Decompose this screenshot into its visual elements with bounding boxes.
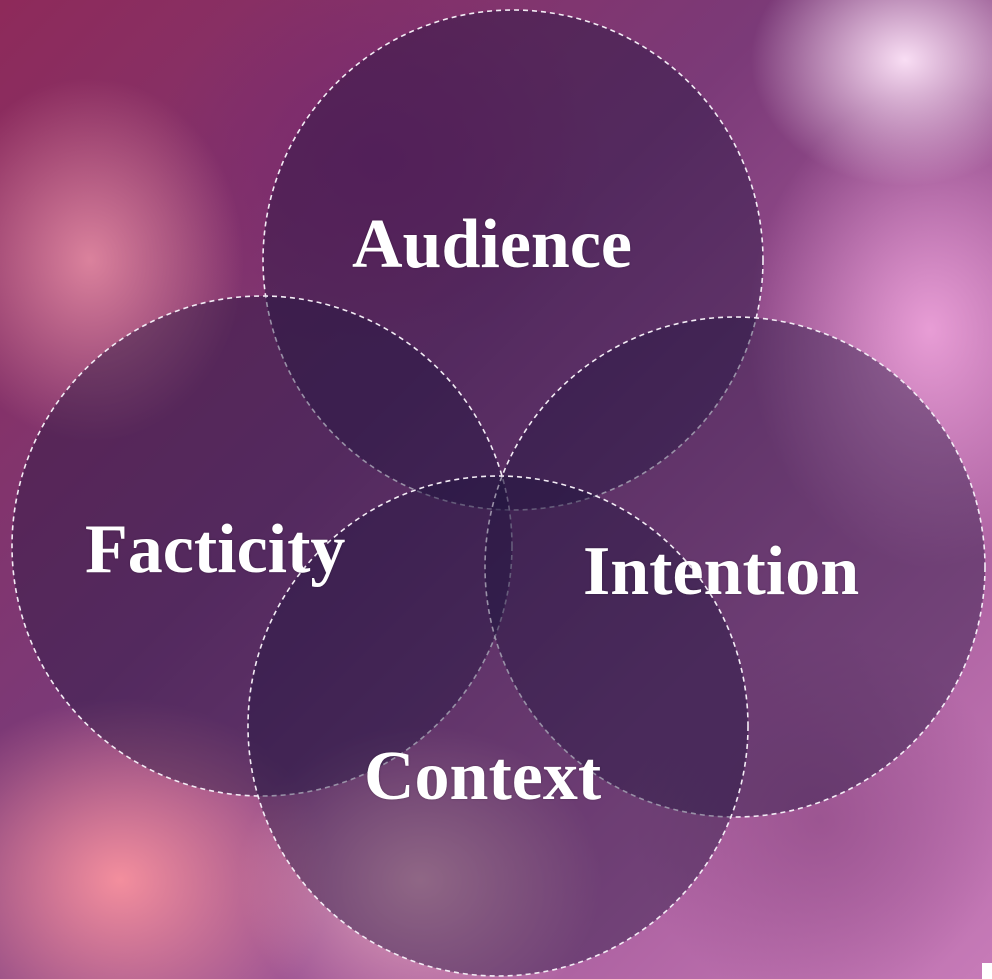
label-facticity: Facticity [85,511,346,588]
corner-mark [982,963,992,979]
circle-audience [262,9,764,511]
label-audience: Audience [352,206,632,283]
circle-context [247,475,749,977]
label-intention: Intention [583,533,860,610]
circle-facticity [11,295,513,797]
label-context: Context [364,738,602,815]
circle-intention [484,316,986,818]
